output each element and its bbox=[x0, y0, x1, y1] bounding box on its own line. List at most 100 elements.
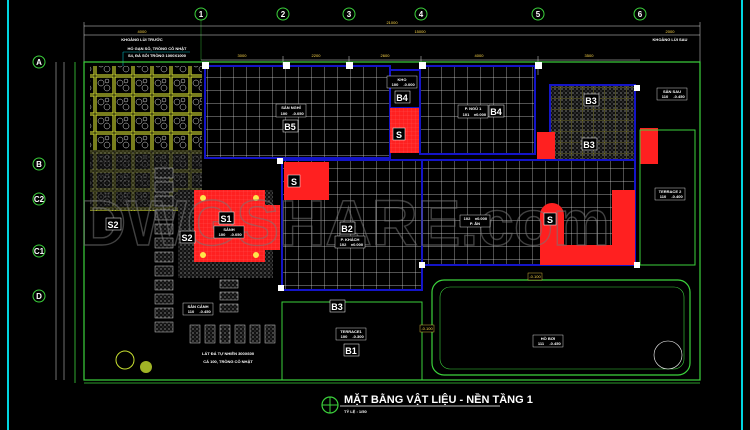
svg-text:4: 4 bbox=[419, 10, 424, 19]
tag-step-b3: B3 bbox=[331, 302, 343, 312]
svg-text:-0.450: -0.450 bbox=[549, 341, 561, 346]
svg-text:S1: S1 bbox=[220, 214, 231, 224]
axis-bubble-A: A bbox=[32, 55, 46, 69]
axis-bubble-C1: C1 bbox=[32, 244, 46, 258]
top-note-2: S4, ĐÁ SỎI TRỒNG 1000X1000 bbox=[128, 53, 187, 58]
label-san-nghi: SÂN NGHỈ 100 -0.050 B5 bbox=[275, 103, 307, 133]
svg-text:SẢNH: SẢNH bbox=[223, 227, 234, 232]
svg-text:B5: B5 bbox=[284, 122, 296, 132]
svg-text:110: 110 bbox=[662, 94, 669, 99]
svg-text:C2: C2 bbox=[34, 195, 45, 204]
rear-setback-label: KHOẢNG LÙI SAU bbox=[653, 37, 688, 42]
svg-text:SÂN SAU: SÂN SAU bbox=[663, 89, 681, 94]
svg-text:SÂN CẢNH: SÂN CẢNH bbox=[187, 304, 208, 309]
svg-text:111: 111 bbox=[538, 341, 545, 346]
axis-bubble-6: 6 bbox=[633, 7, 647, 21]
label-ho-boi: HỒ BƠI 111 -0.450 bbox=[532, 334, 564, 348]
svg-text:100: 100 bbox=[281, 111, 288, 116]
terrace-1 bbox=[281, 301, 423, 381]
axis-bubble-1: 1 bbox=[194, 7, 208, 60]
svg-text:±0.000: ±0.000 bbox=[351, 242, 364, 247]
svg-text:110: 110 bbox=[188, 309, 195, 314]
label-terrace-1: TERRACE1 100 -0.300 B1 bbox=[335, 327, 367, 357]
svg-text:B: B bbox=[36, 160, 42, 169]
title-block: MẶT BẰNG VẬT LIỆU - NỀN TẦNG 1 TỶ LỆ : 1… bbox=[321, 393, 533, 414]
svg-text:A: A bbox=[36, 58, 42, 67]
svg-text:SÂN NGHỈ: SÂN NGHỈ bbox=[281, 105, 301, 110]
svg-text:-0.450: -0.450 bbox=[199, 309, 211, 314]
svg-text:-0.000: -0.000 bbox=[403, 82, 415, 87]
svg-text:5: 5 bbox=[536, 10, 541, 19]
svg-text:2: 2 bbox=[281, 10, 286, 19]
svg-text:6: 6 bbox=[638, 10, 643, 19]
dim-middle: 15000 bbox=[414, 29, 426, 34]
svg-text:-0.400: -0.400 bbox=[671, 194, 683, 199]
front-setback-label: KHOẢNG LÙI TRƯỚC bbox=[121, 37, 163, 42]
drawing-scale: TỶ LỆ : 1/50 bbox=[344, 409, 367, 414]
axis-bubble-B: B bbox=[32, 157, 46, 171]
dim-span-5: 3500 bbox=[585, 53, 595, 58]
pool-level-tag: -0.100 bbox=[421, 326, 433, 331]
svg-text:-0.450: -0.450 bbox=[673, 94, 685, 99]
bottom-note-2: CÁ 100, TRỒNG CỎ NHẬT bbox=[203, 359, 253, 364]
svg-text:P. NGỦ 1: P. NGỦ 1 bbox=[465, 106, 482, 111]
svg-text:-0.050: -0.050 bbox=[230, 232, 242, 237]
svg-text:±0.000: ±0.000 bbox=[475, 216, 488, 221]
jacuzzi bbox=[653, 340, 683, 370]
axis-bubble-D: D bbox=[32, 289, 46, 303]
svg-text:100: 100 bbox=[341, 334, 348, 339]
svg-text:P. KHÁCH: P. KHÁCH bbox=[341, 237, 360, 242]
dim-total: 21000 bbox=[386, 20, 398, 25]
tag-wc-2: B3 bbox=[583, 140, 595, 150]
column-axes: 1 2 3 4 5 6 bbox=[194, 7, 647, 60]
wc-red-1 bbox=[537, 132, 555, 162]
terrace-2-area bbox=[639, 129, 696, 266]
label-sanh: S1 SẢNH 100 -0.050 bbox=[213, 211, 245, 239]
svg-text:102: 102 bbox=[340, 242, 347, 247]
label-p-khach: B2 P. KHÁCH 102 ±0.000 bbox=[334, 221, 366, 249]
label-kho: KHO 100 -0.000 B4 bbox=[386, 75, 418, 104]
tag-stair: S bbox=[396, 130, 402, 140]
svg-text:100: 100 bbox=[392, 82, 399, 87]
svg-text:3: 3 bbox=[347, 10, 352, 19]
label-p-ngu-1: P. NGỦ 1 101 ±0.000 B4 bbox=[457, 104, 505, 119]
svg-text:-0.050: -0.050 bbox=[292, 111, 304, 116]
svg-text:KHO: KHO bbox=[398, 77, 407, 82]
tag-s2-2: S2 bbox=[181, 233, 192, 243]
axis-bubble-2: 2 bbox=[276, 7, 290, 21]
svg-text:±0.000: ±0.000 bbox=[474, 112, 487, 117]
tag-kitchen: S bbox=[547, 215, 553, 225]
dim-span-1: 3000 bbox=[238, 53, 248, 58]
svg-text:101: 101 bbox=[463, 112, 470, 117]
bottom-note-1: LÁT ĐÁ TỰ NHIÊN 300X600 bbox=[202, 351, 255, 356]
svg-text:1: 1 bbox=[199, 10, 204, 19]
shrub bbox=[140, 361, 152, 373]
svg-text:-0.300: -0.300 bbox=[352, 334, 364, 339]
stepping-stones bbox=[154, 167, 276, 344]
tag-wc-1: B3 bbox=[585, 96, 597, 106]
svg-text:B4: B4 bbox=[490, 107, 502, 117]
tree bbox=[115, 350, 135, 370]
dim-rear: 2000 bbox=[666, 29, 676, 34]
svg-text:B1: B1 bbox=[345, 346, 357, 356]
label-san-canh: SÂN CẢNH 110 -0.450 bbox=[182, 302, 214, 316]
svg-text:B2: B2 bbox=[341, 224, 353, 234]
top-note-1: HỐ GẠN SỎ, TRỒNG CỎ NHẬT bbox=[128, 46, 187, 51]
dim-span-3: 2600 bbox=[381, 53, 391, 58]
svg-text:100: 100 bbox=[219, 232, 226, 237]
svg-text:TERRACE1: TERRACE1 bbox=[340, 329, 362, 334]
dining-level-tag: -0.100 bbox=[529, 274, 541, 279]
structural-columns bbox=[202, 62, 640, 291]
label-san-sau: SÂN SAU 110 -0.450 bbox=[656, 87, 688, 101]
label-terrace-2: TERRACE 2 110 -0.400 bbox=[654, 187, 686, 201]
pool bbox=[431, 279, 691, 376]
svg-text:TERRACE 2: TERRACE 2 bbox=[659, 189, 682, 194]
wc-red-2 bbox=[640, 128, 658, 164]
svg-text:C1: C1 bbox=[34, 247, 45, 256]
svg-text:D: D bbox=[36, 292, 42, 301]
axis-bubble-3: 3 bbox=[342, 7, 356, 21]
axis-bubble-5: 5 bbox=[531, 7, 545, 21]
svg-text:B4: B4 bbox=[396, 93, 408, 103]
dim-span-4: 4000 bbox=[475, 53, 485, 58]
axis-bubble-4: 4 bbox=[414, 7, 428, 21]
